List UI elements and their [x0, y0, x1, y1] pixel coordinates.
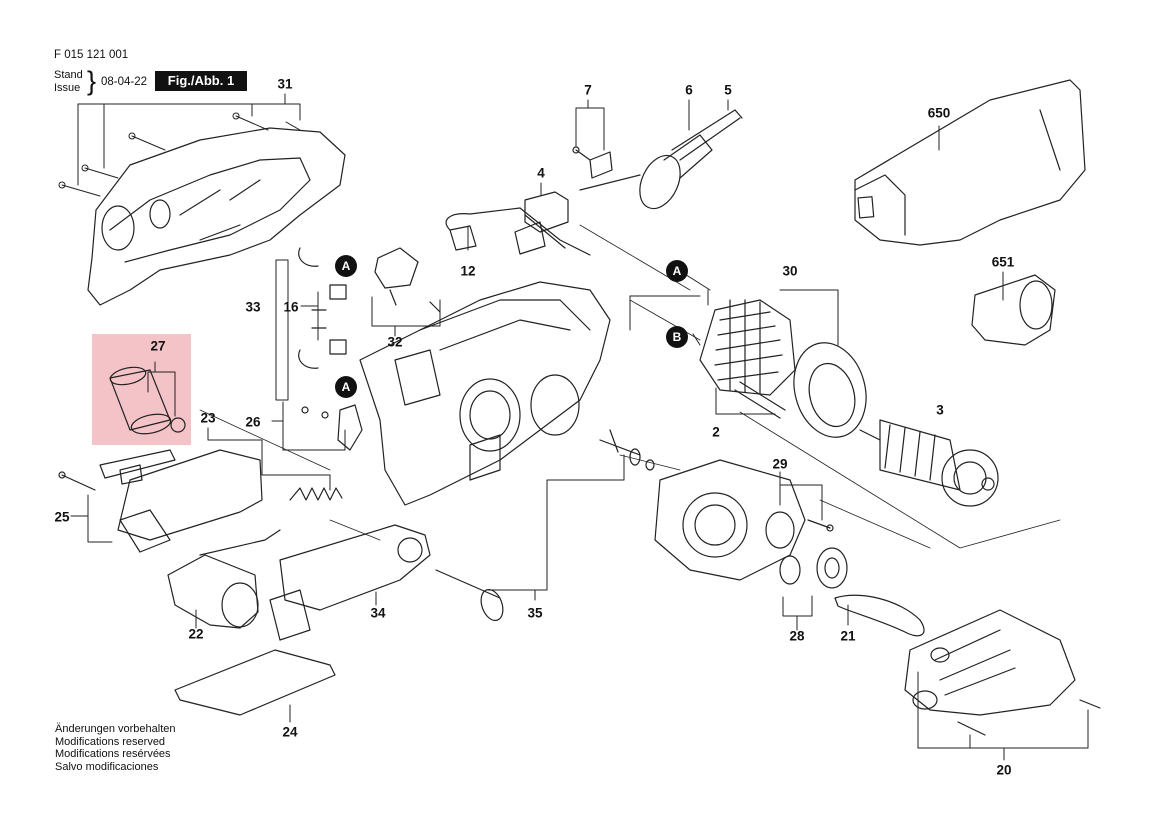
marker-b: B [666, 326, 688, 348]
cable-clamp-7[interactable] [572, 146, 613, 179]
part-label-34[interactable]: 34 [370, 605, 386, 621]
note-es: Salvo modificaciones [55, 760, 159, 773]
part-label-2[interactable]: 2 [712, 424, 720, 440]
note-de: Änderungen vorbehalten [55, 723, 176, 735]
issue-date: 08-04-22 [101, 76, 148, 88]
switch-4[interactable] [514, 191, 591, 256]
switch-button-32[interactable] [374, 247, 441, 313]
part-label-31[interactable]: 31 [277, 76, 293, 92]
carbon-brushes-33[interactable] [298, 247, 347, 369]
screws-2 [734, 381, 786, 419]
marker-a-upper: A [335, 255, 357, 277]
part-label-28[interactable]: 28 [789, 628, 805, 644]
leader-lines [70, 93, 1089, 761]
fan-baffle[interactable] [784, 335, 876, 446]
part-label-33[interactable]: 33 [245, 299, 261, 315]
roller-27[interactable] [109, 364, 186, 437]
marker-a-lower: A [335, 376, 357, 398]
part-label-25[interactable]: 25 [54, 509, 70, 525]
part-label-21[interactable]: 21 [840, 628, 856, 644]
part-label-6[interactable]: 6 [685, 82, 693, 98]
screw-29 [807, 519, 834, 532]
belt-cover-20[interactable] [904, 609, 1076, 716]
front-roller-22[interactable] [167, 529, 281, 629]
adapter-651[interactable] [971, 274, 1056, 346]
tensioning-lever-25[interactable] [58, 449, 176, 491]
part-label-27[interactable]: 27 [150, 338, 166, 354]
base-plate-24[interactable] [174, 649, 336, 716]
cable-sleeve-6[interactable] [579, 134, 713, 215]
part-label-650[interactable]: 650 [927, 105, 951, 121]
modification-notes: Änderungen vorbehalten Modifications res… [55, 723, 175, 773]
part-label-20[interactable]: 20 [996, 762, 1012, 778]
pinion-28[interactable] [779, 547, 848, 589]
part-label-32[interactable]: 32 [387, 334, 403, 350]
part-label-29[interactable]: 29 [772, 456, 788, 472]
housing-half-31[interactable] [87, 127, 346, 306]
part-label-4[interactable]: 4 [537, 165, 545, 181]
part-label-23[interactable]: 23 [200, 410, 216, 426]
marker-a-right: A [666, 260, 688, 282]
armature-3[interactable] [859, 419, 999, 507]
stator-30[interactable] [699, 299, 796, 396]
part-label-30[interactable]: 30 [782, 263, 798, 279]
part-label-5[interactable]: 5 [724, 82, 732, 98]
issue-label: Issue [54, 82, 81, 94]
drive-gear [599, 429, 655, 471]
part-label-35[interactable]: 35 [527, 605, 543, 621]
part-label-24[interactable]: 24 [282, 724, 298, 740]
figure-label: Fig./Abb. 1 [155, 71, 247, 91]
part-27-highlight[interactable] [92, 334, 191, 445]
part-label-7[interactable]: 7 [584, 82, 592, 98]
screws-20 [957, 699, 1101, 736]
dust-bag-650[interactable] [854, 79, 1086, 246]
brush-holder-16[interactable] [311, 309, 327, 329]
capacitor-12[interactable] [445, 207, 521, 251]
toothed-belt-21[interactable] [834, 594, 925, 637]
part-label-22[interactable]: 22 [188, 626, 204, 642]
note-en: Modifications reserved [55, 735, 166, 748]
brush-plate-26[interactable] [301, 404, 363, 451]
brace-glyph: } [87, 66, 97, 96]
document-number: F 015 121 001 [54, 49, 129, 61]
power-cable-5[interactable] [671, 109, 743, 161]
housing-screws [58, 112, 301, 197]
part-label-3[interactable]: 3 [936, 402, 944, 418]
base-frame-34[interactable] [269, 524, 431, 641]
belt-guide-23[interactable] [117, 449, 263, 553]
part-label-26[interactable]: 26 [245, 414, 261, 430]
part-label-651[interactable]: 651 [991, 254, 1015, 270]
tension-spring [289, 487, 343, 501]
part-label-12[interactable]: 12 [460, 263, 476, 279]
gear-housing-29[interactable] [654, 459, 806, 581]
part-label-16[interactable]: 16 [283, 299, 299, 315]
note-fr: Modifications resérvées [55, 748, 171, 761]
stand-label: Stand [54, 69, 83, 81]
pulley-shaft-35[interactable] [435, 569, 507, 623]
motor-housing[interactable] [359, 281, 611, 506]
